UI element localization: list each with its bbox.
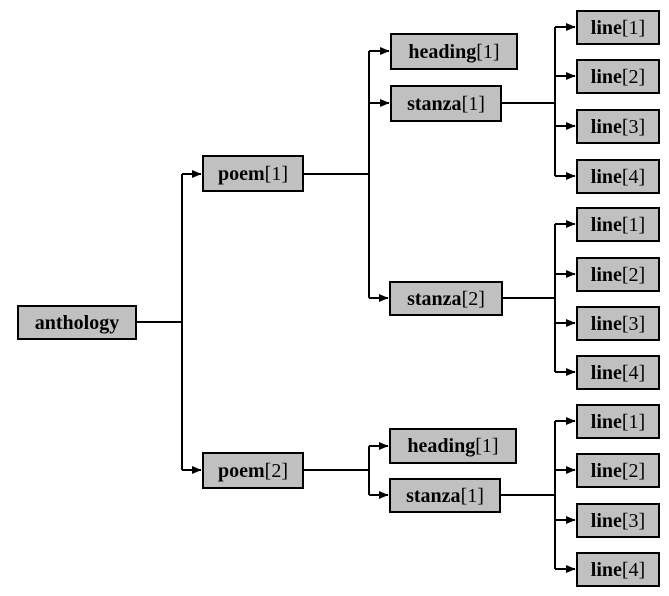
node-poem-1: poem[1]	[202, 155, 304, 192]
node-poem1-stanza2-line-3: line[3]	[576, 306, 660, 341]
element-index-label: [1]	[475, 435, 499, 457]
node-poem1-stanza1-line-4: line[4]	[576, 159, 660, 194]
element-name-label: heading	[408, 40, 477, 63]
node-anthology: anthology	[17, 305, 137, 340]
element-index-label: [1]	[476, 40, 500, 63]
element-name-label: line	[590, 410, 622, 433]
node-poem2-stanza1-line-4: line[4]	[576, 552, 660, 587]
element-index-label: [2]	[621, 459, 646, 482]
element-index-label: [4]	[621, 165, 646, 188]
node-poem-2: poem[2]	[202, 452, 304, 489]
element-index-label: [2]	[621, 65, 646, 88]
element-name-label: stanza	[407, 287, 462, 310]
element-index-label: [1]	[621, 213, 646, 236]
element-name-label: line	[590, 558, 622, 581]
element-index-label: [1]	[461, 92, 485, 115]
node-poem1-stanza2-line-2: line[2]	[576, 257, 660, 292]
node-poem1-stanza2-line-1: line[1]	[576, 207, 660, 242]
element-index-label: [1]	[264, 162, 288, 185]
element-index-label: [1]	[621, 16, 646, 39]
node-poem1-stanza-1: stanza[1]	[390, 85, 502, 122]
node-poem2-stanza1-line-3: line[3]	[576, 503, 660, 538]
node-poem1-stanza-2: stanza[2]	[389, 281, 503, 316]
element-name-label: line	[590, 115, 622, 138]
element-index-label: [3]	[621, 312, 646, 335]
element-index-label: [2]	[461, 287, 485, 310]
element-name-label: poem	[218, 459, 265, 482]
element-name-label: line	[590, 459, 622, 482]
element-name-label: stanza	[407, 92, 462, 115]
element-name-label: stanza	[406, 484, 461, 507]
node-poem2-stanza-1: stanza[1]	[389, 478, 501, 513]
element-name-label: anthology	[34, 311, 120, 334]
element-index-label: [3]	[621, 509, 646, 532]
element-index-label: [3]	[621, 115, 646, 138]
node-poem2-stanza1-line-1: line[1]	[576, 404, 660, 439]
node-poem2-heading-1: heading[1]	[389, 428, 517, 464]
element-name-label: line	[590, 361, 622, 384]
element-index-label: [2]	[264, 459, 288, 482]
element-name-label: line	[590, 65, 622, 88]
element-name-label: line	[590, 312, 622, 335]
element-name-label: heading	[407, 435, 476, 457]
element-name-label: line	[590, 509, 622, 532]
node-poem1-stanza2-line-4: line[4]	[576, 355, 660, 390]
element-index-label: [4]	[621, 361, 646, 384]
element-index-label: [1]	[621, 410, 646, 433]
element-index-label: [1]	[460, 484, 484, 507]
node-poem1-stanza1-line-2: line[2]	[576, 59, 660, 94]
element-name-label: line	[590, 165, 622, 188]
node-poem1-stanza1-line-1: line[1]	[576, 10, 660, 45]
element-index-label: [4]	[621, 558, 646, 581]
node-poem1-stanza1-line-3: line[3]	[576, 109, 660, 144]
element-index-label: [2]	[621, 263, 646, 286]
element-name-label: poem	[218, 162, 265, 185]
element-name-label: line	[590, 16, 622, 39]
node-poem1-heading-1: heading[1]	[390, 33, 518, 70]
element-name-label: line	[590, 263, 622, 286]
node-poem2-stanza1-line-2: line[2]	[576, 453, 660, 488]
element-name-label: line	[590, 213, 622, 236]
